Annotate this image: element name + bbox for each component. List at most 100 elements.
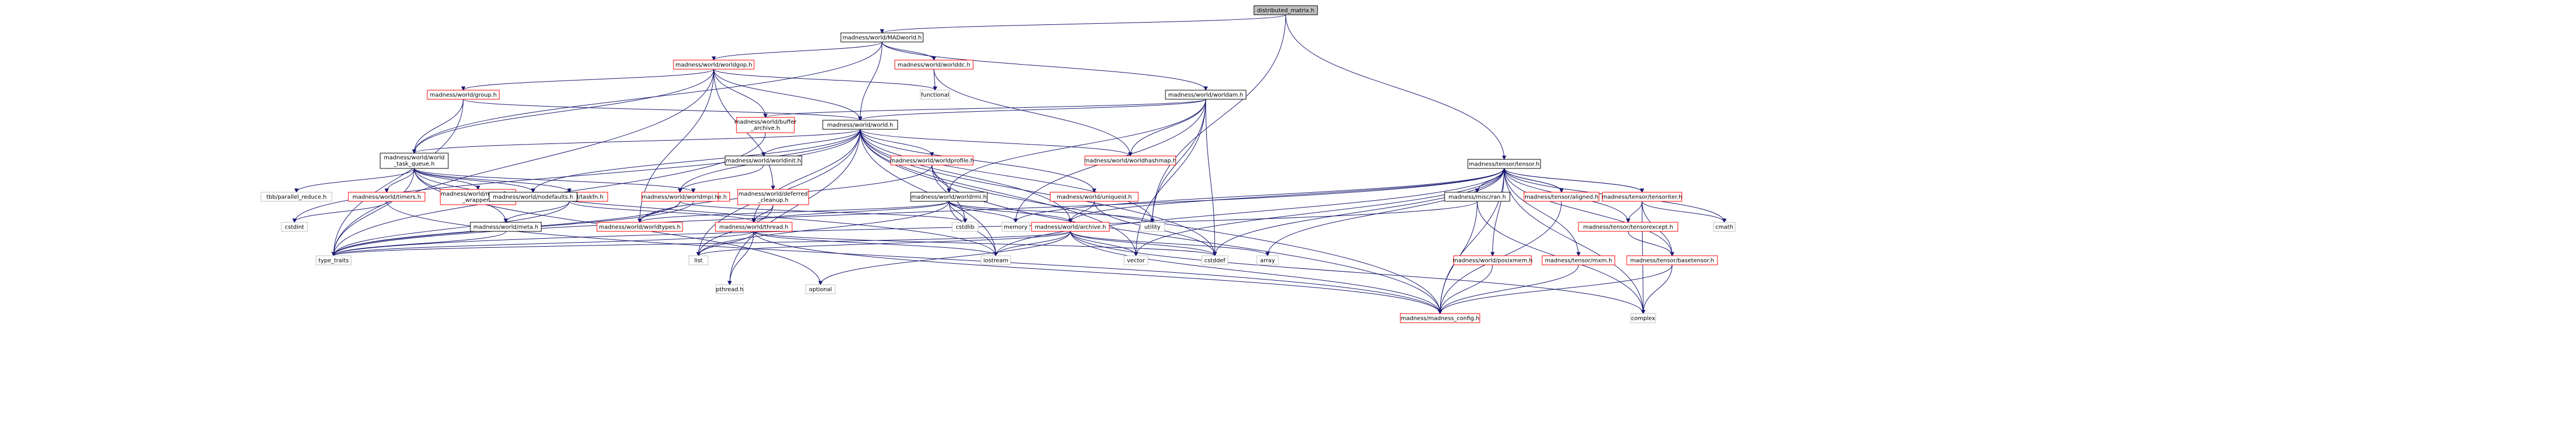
edge-line	[882, 41, 1206, 91]
node-mxm[interactable]: madness/tensor/mxm.h	[1542, 255, 1615, 265]
node-hashmap[interactable]: madness/world/worldhashmap.h	[1084, 155, 1177, 166]
node-worldam[interactable]: madness/world/worldam.h	[1165, 90, 1247, 100]
edge-line	[698, 201, 949, 256]
node-worldrmi[interactable]: madness/world/worldrmi.h	[910, 192, 988, 202]
edge-arrowhead	[879, 29, 885, 34]
edge-line	[1492, 168, 1505, 256]
node-label: madness/world/worldam.h	[1168, 92, 1243, 99]
node-label: memory	[1004, 225, 1028, 231]
node-complex[interactable]: complex	[1630, 313, 1656, 323]
node-utility[interactable]: utility	[1140, 222, 1165, 232]
node-nodefaults[interactable]: madness/world/nodefaults.h	[489, 192, 578, 202]
edge-arrowhead	[751, 218, 756, 223]
node-label: functional	[921, 92, 949, 99]
node-worldinit[interactable]: madness/world/worldinit.h	[725, 155, 802, 166]
edge-basetensor-to-complex	[1641, 264, 1673, 315]
node-box	[281, 222, 308, 232]
node-vector[interactable]: vector	[1123, 255, 1148, 265]
node-box	[1400, 313, 1480, 323]
node-box	[348, 192, 426, 202]
node-label: optional	[809, 287, 832, 293]
node-cstdint[interactable]: cstdint	[281, 222, 308, 232]
node-label: madness/world/world.h	[827, 122, 893, 129]
node-label: madness/world/worldgop.h	[675, 62, 752, 69]
node-box	[489, 192, 578, 202]
node-posixmem[interactable]: madness/world/posixmem.h	[1453, 255, 1533, 265]
node-array[interactable]: array	[1256, 255, 1279, 265]
node-timers[interactable]: madness/world/timers.h	[348, 192, 426, 202]
node-box	[641, 192, 719, 202]
node-worldtypes[interactable]: madness/world/worldtypes.h	[596, 222, 683, 232]
edge-line	[333, 99, 464, 256]
node-root[interactable]: distributed_matrix.h	[1253, 5, 1318, 15]
node-tensor[interactable]: madness/tensor/tensor.h	[1467, 159, 1541, 169]
node-iostream[interactable]: iostream	[980, 255, 1011, 265]
node-box	[920, 90, 950, 100]
node-aligned[interactable]: madness/tensor/aligned.h	[1523, 192, 1600, 202]
edge-arrowhead	[1128, 152, 1133, 157]
node-uniqueid[interactable]: madness/world/uniqueid.h	[1050, 192, 1139, 202]
node-cstdlib[interactable]: cstdlib	[952, 222, 979, 232]
node-archive[interactable]: madness/world/archive.h	[1031, 222, 1110, 232]
edge-arrowhead	[858, 116, 862, 121]
node-worldprofile[interactable]: madness/world/worldprofile.h	[890, 155, 974, 166]
edge-worldrmi-to-thread	[751, 201, 949, 223]
edge-arrowhead	[1213, 252, 1217, 257]
node-cstddef[interactable]: cstddef	[1201, 255, 1228, 265]
node-meta[interactable]: madness/world/meta.h	[470, 222, 542, 232]
edge-worldrmi-to-utility	[949, 201, 1155, 223]
edge-archive-to-iostream	[994, 231, 1071, 257]
edge-line	[1628, 231, 1673, 256]
node-MADworld[interactable]: madness/world/MADworld.h	[840, 32, 924, 43]
edge-taskfn-to-meta	[503, 201, 570, 223]
node-worldddc[interactable]: madness/world/worlddc.h	[894, 60, 974, 70]
edge-line	[1130, 99, 1206, 157]
edge-line	[860, 129, 1071, 223]
node-memory[interactable]: memory	[1001, 222, 1030, 232]
edge-arrowhead	[712, 56, 716, 61]
node-deferred[interactable]: madness/world/deferred_cleanup.h	[737, 189, 809, 205]
node-cmath[interactable]: cmath	[1713, 222, 1736, 232]
node-worldmpi[interactable]: madness/world/worldmpi.h	[641, 192, 719, 202]
node-tensoriter[interactable]: madness/tensor/tensoriter.h	[1602, 192, 1682, 202]
edge-archive-to-list	[696, 231, 1071, 257]
node-miscran[interactable]: madness/misc/ran.h	[1444, 192, 1510, 202]
node-config[interactable]: madness/madness_config.h	[1400, 313, 1480, 323]
edge-line	[1439, 264, 1493, 314]
node-label: type_traits	[318, 258, 348, 264]
node-pthread[interactable]: pthread.h	[715, 284, 744, 294]
node-typetraits[interactable]: type_traits	[315, 255, 352, 265]
edge-arrowhead	[1502, 155, 1506, 160]
node-tbb[interactable]: tbb/parallel_reduce.h	[260, 192, 332, 202]
node-taskqueue[interactable]: madness/world/world_task_queue.h	[380, 153, 449, 169]
edge-arrowhead	[1150, 218, 1155, 223]
node-box	[1602, 192, 1682, 202]
edge-root-to-MADworld	[879, 14, 1286, 34]
node-worldgop[interactable]: madness/world/worldgop.h	[673, 60, 755, 70]
edge-arrowhead	[475, 185, 481, 191]
edge-line	[860, 99, 1206, 121]
edge-arrowhead	[1670, 252, 1674, 257]
edge-line	[1015, 168, 1505, 223]
edge-taskqueue-to-nodefaults	[414, 168, 536, 193]
node-thread[interactable]: madness/world/thread.h	[715, 222, 793, 232]
edge-line	[729, 129, 861, 285]
node-label: madness/world/timers.h	[352, 195, 421, 201]
node-box	[1626, 255, 1718, 265]
node-basetensor[interactable]: madness/tensor/basetensor.h	[1626, 255, 1718, 265]
edge-line	[949, 99, 1206, 193]
edge-line	[860, 129, 1131, 157]
edge-taskfn-to-thread	[569, 201, 756, 223]
node-optional[interactable]: optional	[805, 284, 836, 294]
edge-thread-to-pthread	[727, 231, 754, 286]
node-buffer[interactable]: madness/world/buffer_archive.h	[734, 117, 797, 133]
node-tensorexcept[interactable]: madness/tensor/tensorexcept.h	[1578, 222, 1678, 232]
node-functional[interactable]: functional	[920, 90, 950, 100]
node-world[interactable]: madness/world/world.h	[822, 120, 898, 130]
node-box	[805, 284, 836, 294]
edge-arrowhead	[727, 281, 732, 286]
node-box	[910, 192, 988, 202]
edge-arrowhead	[994, 252, 998, 257]
node-list[interactable]: list	[688, 255, 709, 265]
node-group[interactable]: madness/world/group.h	[427, 90, 500, 100]
